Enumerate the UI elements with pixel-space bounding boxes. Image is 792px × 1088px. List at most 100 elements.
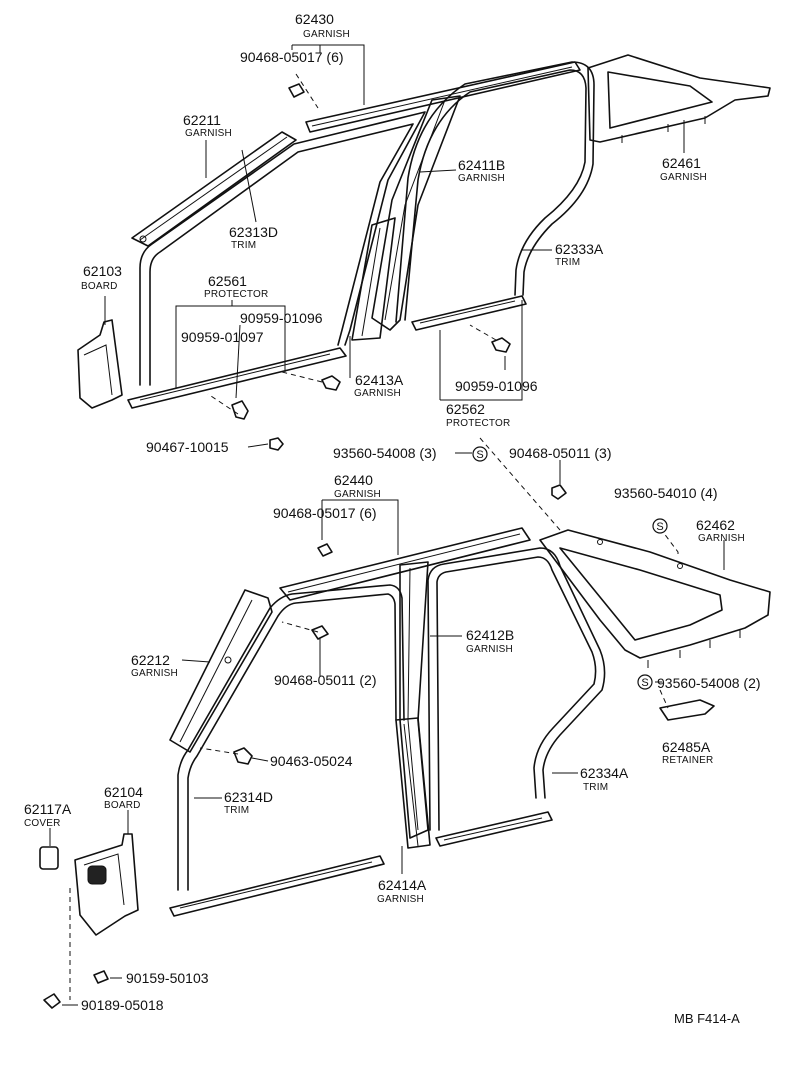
callout-93560-54008-3: 93560-54008 (3)	[333, 445, 437, 461]
callout-62411B: 62411B GARNISH	[458, 157, 505, 184]
callout-90468-05011-2: 90468-05011 (2)	[274, 672, 376, 688]
scuff-rear-lower-part	[435, 811, 553, 847]
callout-90468-05011-3: 90468-05011 (3)	[509, 445, 611, 461]
board-62104-part	[74, 833, 139, 936]
screw-90159-50103-part	[93, 970, 109, 984]
leader-lines	[49, 44, 725, 1006]
part-name: GARNISH	[377, 894, 424, 905]
callout-90959-01096-b: 90959-01096	[455, 378, 538, 394]
callout-62313D: 62313D TRIM	[229, 224, 278, 251]
callout-90467-10015: 90467-10015	[146, 439, 229, 455]
callout-90959-01097: 90959-01097	[181, 329, 264, 345]
callout-62430: 62430 GARNISH	[295, 11, 350, 40]
protector-62561-part	[127, 347, 347, 409]
garnish-62462-part	[539, 529, 771, 668]
part-number: 62334A	[580, 765, 629, 781]
retainer-62485A-part	[659, 699, 715, 721]
callout-62413A: 62413A GARNISH	[354, 372, 404, 399]
trim-62314D-part	[177, 584, 405, 891]
part-name: TRIM	[231, 240, 256, 251]
part-name: GARNISH	[354, 388, 401, 399]
part-name: GARNISH	[185, 128, 232, 139]
part-name: COVER	[24, 818, 61, 829]
callout-62562: 62562 PROTECTOR	[446, 401, 510, 429]
garnish-62413A-part	[351, 217, 396, 341]
callout-62440: 62440 GARNISH	[334, 472, 381, 500]
part-name: PROTECTOR	[446, 418, 510, 429]
part-name: GARNISH	[303, 29, 350, 40]
garnish-62211-part	[131, 131, 297, 247]
callout-90189-05018: 90189-05018	[81, 997, 164, 1013]
part-number: 62462	[696, 517, 735, 533]
garnish-62461-part	[587, 54, 771, 143]
part-name: TRIM	[555, 257, 580, 268]
part-name: BOARD	[104, 800, 141, 811]
part-number: 62103	[83, 263, 122, 279]
callout-62117A: 62117A COVER	[24, 801, 72, 829]
part-number: 62440	[334, 472, 373, 488]
trim-62334A-part	[427, 547, 606, 831]
part-name: PROTECTOR	[204, 289, 268, 300]
garnish-62430-part	[305, 61, 581, 133]
svg-text:S: S	[476, 449, 483, 461]
part-name: TRIM	[224, 805, 249, 816]
garnish-62212-part	[169, 589, 273, 753]
part-number: 62430	[295, 11, 334, 27]
callout-62412B: 62412B GARNISH	[466, 627, 514, 655]
callout-62104: 62104 BOARD	[104, 784, 143, 811]
callout-90468-05017-bot: 90468-05017 (6)	[273, 505, 377, 521]
callout-62485A: 62485A RETAINER	[662, 739, 713, 766]
clip-90189-05018-part	[43, 993, 61, 1009]
clip-90468-05017-bot-part	[317, 543, 333, 557]
callout-62314D: 62314D TRIM	[224, 789, 273, 816]
part-number: 62314D	[224, 789, 273, 805]
callout-93560-54010: 93560-54010 (4)	[614, 485, 718, 501]
part-name: BOARD	[81, 281, 118, 292]
trim-62313D-part	[139, 111, 426, 386]
part-number: 62313D	[229, 224, 278, 240]
trim-62333A-part	[395, 61, 595, 323]
clip-90959-01097-part	[231, 400, 249, 420]
part-number: 62562	[446, 401, 485, 417]
garnish-62414A-part	[395, 717, 431, 849]
callout-62561: 62561 PROTECTOR	[204, 273, 268, 300]
s-symbol-93560-54010: S	[652, 518, 668, 534]
part-number: 62104	[104, 784, 143, 800]
part-name: GARNISH	[466, 644, 513, 655]
callout-90463-05024: 90463-05024	[270, 753, 353, 769]
part-name: GARNISH	[334, 489, 381, 500]
part-name: GARNISH	[131, 668, 178, 679]
part-number: 62413A	[355, 372, 404, 388]
protector-62562-part	[411, 295, 527, 331]
callout-62461: 62461 GARNISH	[660, 155, 707, 183]
part-number: 62333A	[555, 241, 604, 257]
part-name: GARNISH	[698, 533, 745, 544]
part-name: GARNISH	[660, 172, 707, 183]
callout-90468-05017-top: 90468-05017 (6)	[240, 49, 344, 65]
part-number: 62411B	[458, 157, 505, 173]
part-name: RETAINER	[662, 755, 713, 766]
part-number: 62211	[183, 112, 221, 128]
part-number: 62485A	[662, 739, 711, 755]
clip-90463-05024-part	[233, 747, 253, 765]
board-62103-part	[77, 319, 123, 409]
callout-62334A: 62334A TRIM	[580, 765, 629, 793]
callout-62333A: 62333A TRIM	[555, 241, 604, 268]
part-name: TRIM	[583, 782, 608, 793]
svg-text:S: S	[641, 677, 648, 689]
cover-62117A-part	[39, 846, 59, 870]
part-number: 62117A	[24, 801, 72, 817]
clip-90959-01096-b-part	[491, 337, 511, 353]
svg-text:S: S	[656, 521, 663, 533]
callout-62211: 62211 GARNISH	[183, 112, 232, 139]
callout-93560-54008-2: 93560-54008 (2)	[657, 675, 761, 691]
clip-90468-05011-3-part	[551, 484, 567, 500]
part-name: GARNISH	[458, 173, 505, 184]
s-symbol-93560-54008-2: S	[637, 674, 653, 690]
callout-90959-01096-a: 90959-01096	[240, 310, 323, 326]
callout-62462: 62462 GARNISH	[696, 517, 745, 544]
clip-90959-01096-a-part	[321, 375, 341, 391]
clip-90468-05011-2-part	[311, 625, 329, 640]
